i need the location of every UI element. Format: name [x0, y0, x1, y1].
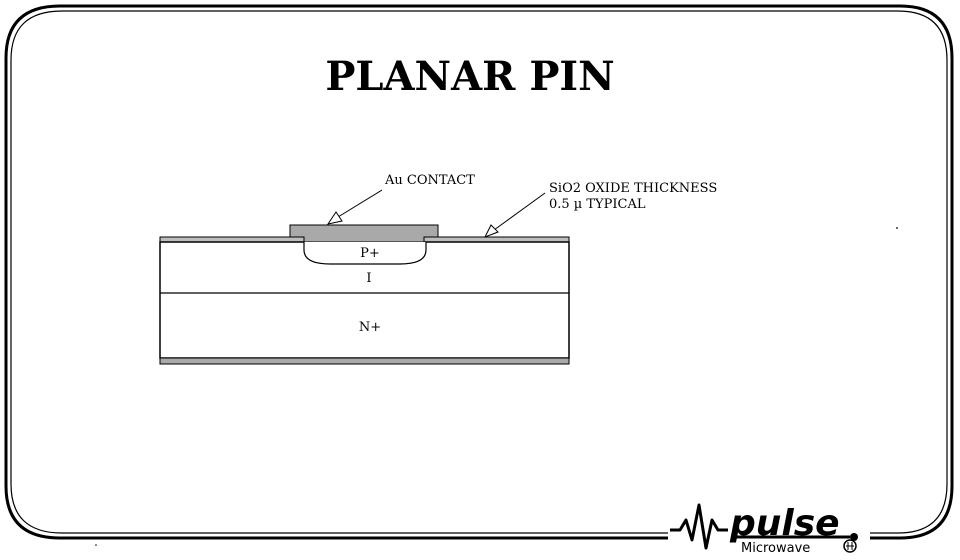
- label-oxide-line1: SiO2 OXIDE THICKNESS: [549, 181, 717, 196]
- pulse-waveform-icon: [670, 503, 728, 550]
- oxide-arrow: [483, 192, 546, 238]
- label-intrinsic: I: [366, 271, 371, 286]
- back-contact: [159, 357, 570, 365]
- label-au-contact: Au CONTACT: [384, 173, 475, 188]
- page-title: PLANAR PIN: [325, 53, 614, 100]
- p-plus-region: [303, 242, 427, 265]
- slide-frame-inner: [10, 10, 948, 534]
- label-n-plus: N+: [359, 320, 381, 335]
- pulse-microwave-logo: pulse Microwave: [670, 503, 858, 556]
- logo-subtitle: Microwave: [741, 541, 810, 556]
- label-p-plus: P+: [360, 246, 380, 261]
- logo-end-dot: [850, 533, 858, 541]
- logo-badge-icon: [843, 539, 857, 553]
- au-contact-arrow: [326, 189, 383, 225]
- logo-badge-mark: [846, 542, 854, 550]
- au-contact-pad: [289, 224, 439, 243]
- device-cross-section: [159, 224, 570, 365]
- slide-frame-outer: [4, 4, 954, 540]
- scan-speck: [95, 544, 97, 546]
- scan-speck: [896, 227, 898, 229]
- label-oxide-line2: 0.5 µ TYPICAL: [549, 197, 646, 212]
